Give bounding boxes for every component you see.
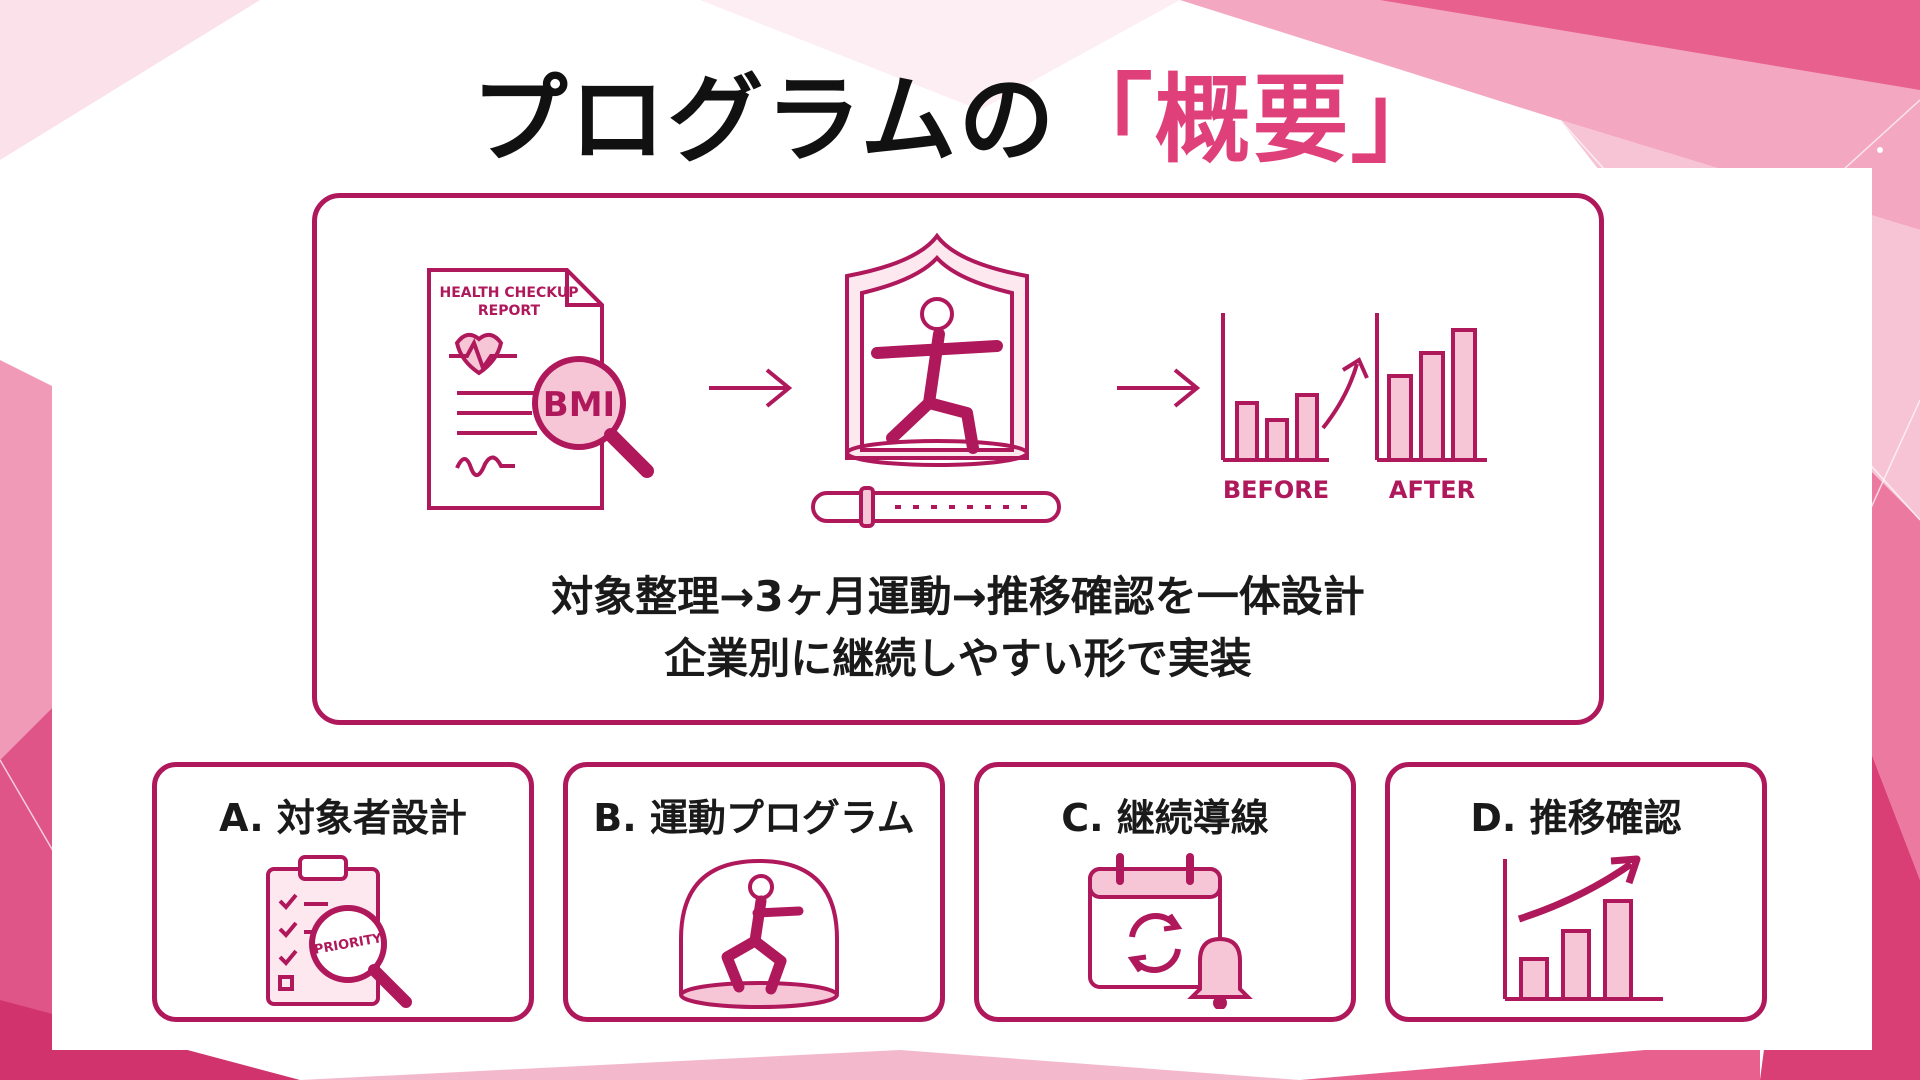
card-target-design: A. 対象者設計 PRIORITY — [152, 762, 534, 1022]
after-chart-icon — [1377, 313, 1487, 460]
after-label: AFTER — [1389, 476, 1475, 504]
arrow-right-icon — [709, 370, 789, 406]
card-title: B. 運動プログラム — [568, 787, 940, 842]
arrow-right-icon — [1117, 370, 1197, 406]
clipboard-priority-icon: PRIORITY — [258, 849, 438, 1009]
exercise-dome-icon — [669, 849, 849, 1009]
before-chart-icon — [1223, 313, 1329, 460]
process-flow-illustration: HEALTH CHECKUP REPORT BMI — [317, 198, 1599, 598]
growth-chart-icon — [1491, 849, 1671, 1009]
report-title-line2: REPORT — [478, 303, 541, 319]
summary-text: 対象整理→3ヶ月運動→推移確認を一体設計 企業別に継続しやすい形で実装 — [317, 566, 1599, 690]
bmi-label: BMI — [543, 385, 615, 425]
overview-panel: HEALTH CHECKUP REPORT BMI — [312, 193, 1604, 725]
title-main: プログラムの — [471, 64, 1056, 176]
summary-line-2: 企業別に継続しやすい形で実装 — [317, 628, 1599, 690]
summary-line-1: 対象整理→3ヶ月運動→推移確認を一体設計 — [317, 566, 1599, 628]
title-accent: 「概要」 — [1057, 64, 1449, 176]
before-label: BEFORE — [1223, 476, 1329, 504]
page-title: プログラムの「概要」 — [0, 60, 1920, 180]
card-trend-check: D. 推移確認 — [1385, 762, 1767, 1022]
card-title: D. 推移確認 — [1390, 787, 1762, 842]
card-title: A. 対象者設計 — [157, 787, 529, 842]
card-exercise-program: B. 運動プログラム — [563, 762, 945, 1022]
card-continuation-flow: C. 継続導線 — [974, 762, 1356, 1022]
calendar-bell-icon — [1080, 849, 1260, 1009]
report-title-line1: HEALTH CHECKUP — [440, 285, 579, 301]
trend-arrow-icon — [1323, 360, 1367, 428]
card-title: C. 継続導線 — [979, 787, 1351, 842]
exercise-shield-icon — [813, 236, 1059, 526]
